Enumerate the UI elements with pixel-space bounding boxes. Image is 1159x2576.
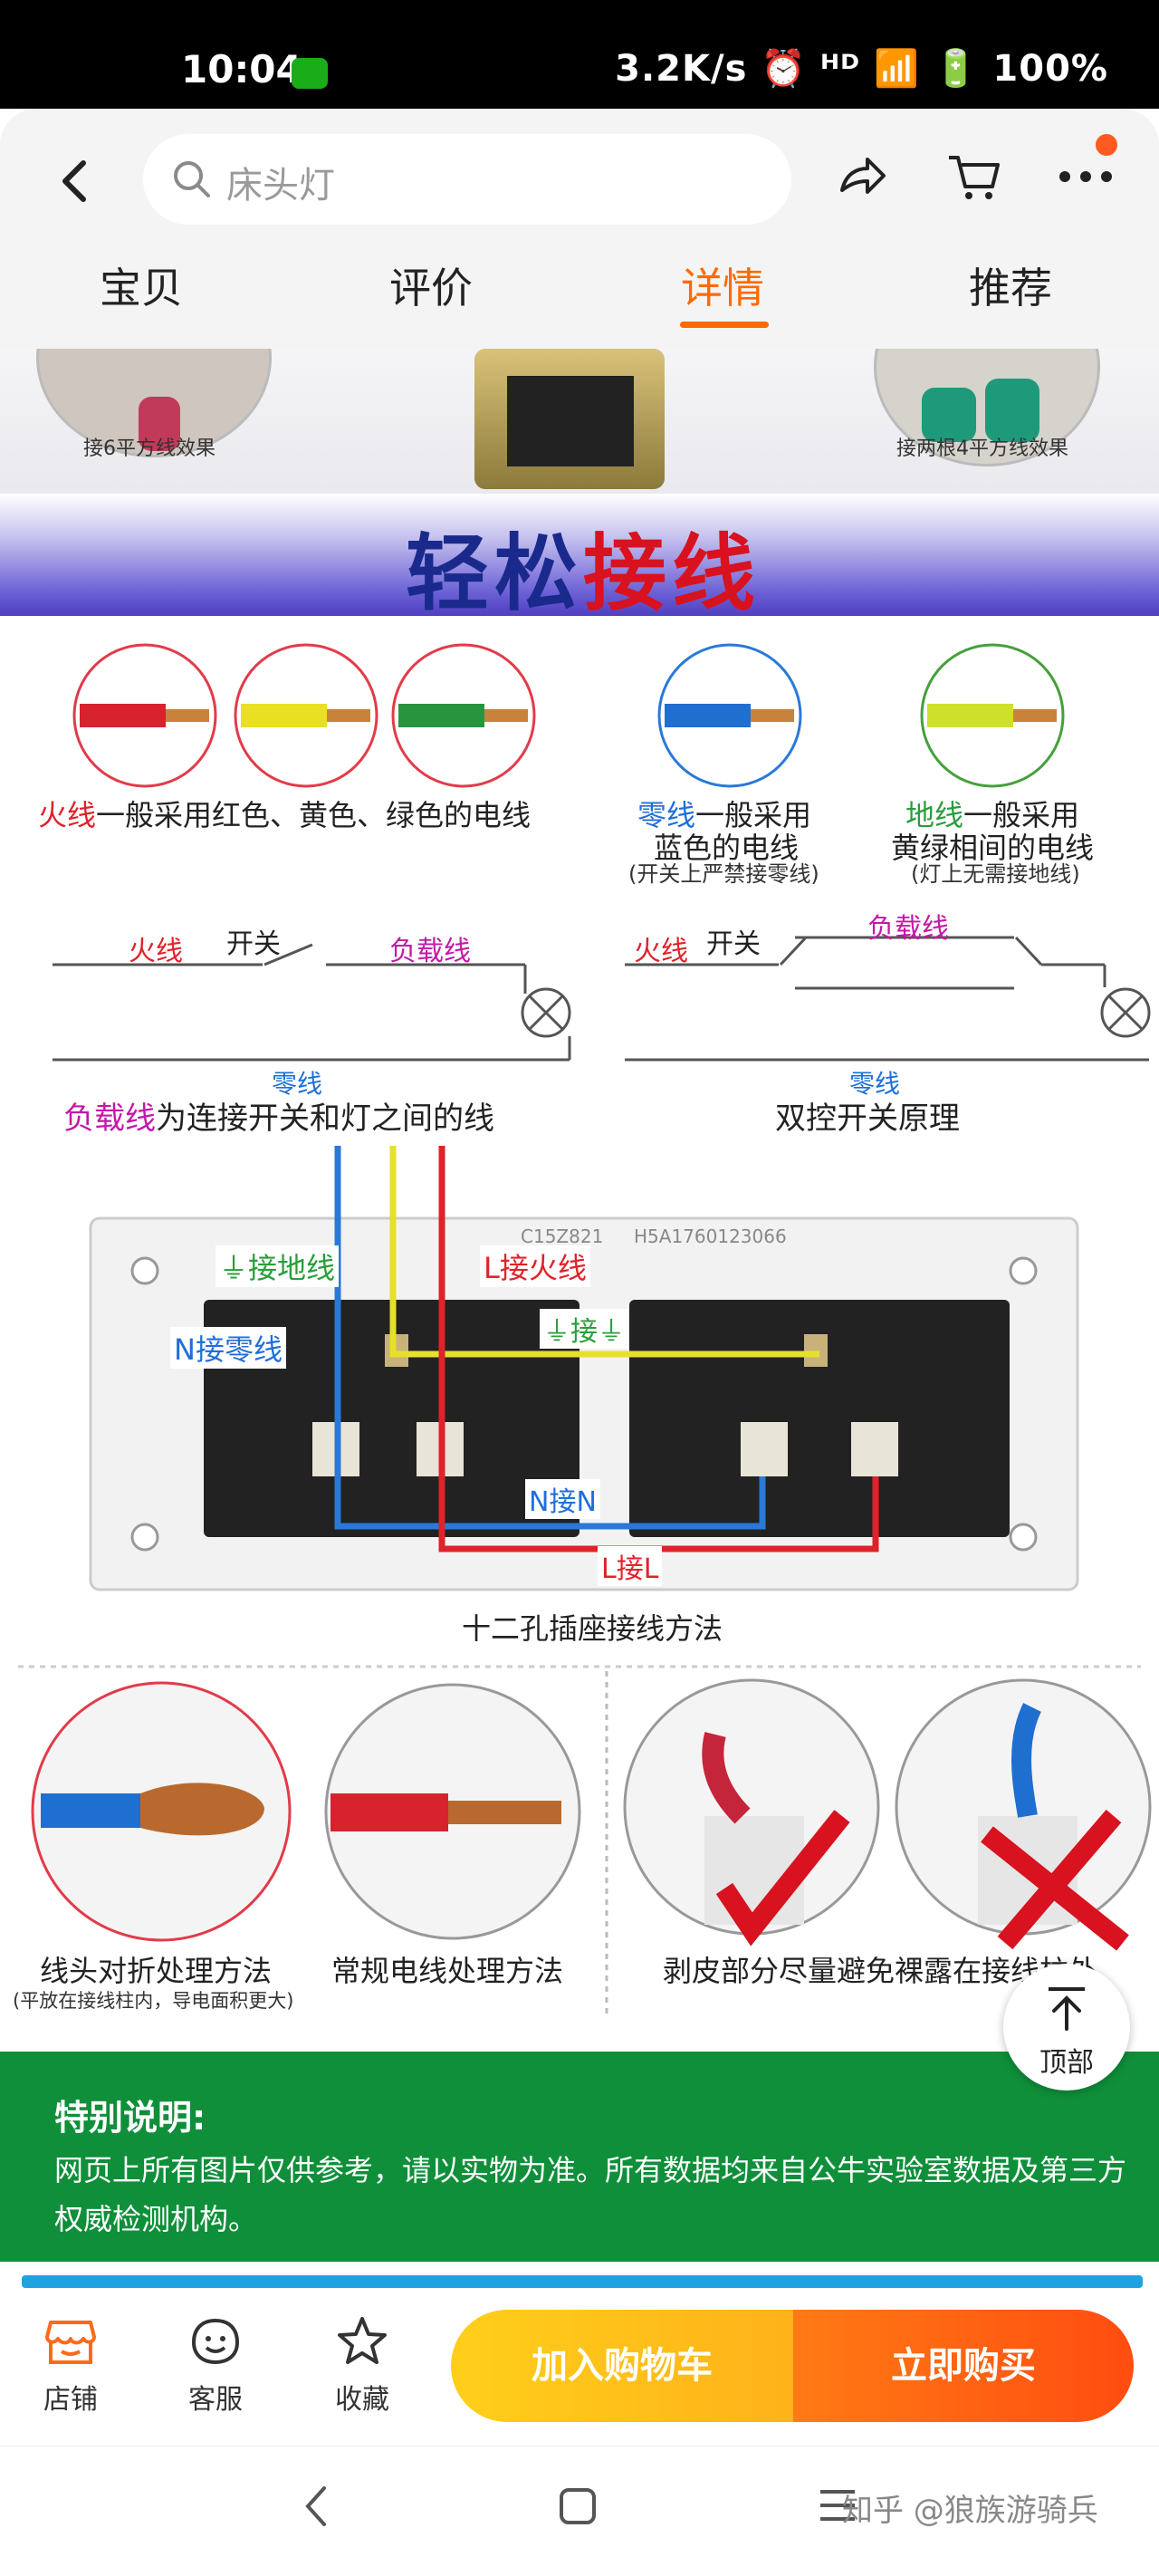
d2-load-label: 负载线 <box>867 913 949 945</box>
socket-ground-link-label: ⏚接⏚ <box>540 1309 628 1349</box>
method-normal-label: 常规电线处理方法 <box>331 1954 564 1988</box>
method-fold-label: 线头对折处理方法 <box>40 1954 273 1988</box>
wrong-terminal-image <box>895 1678 1152 1951</box>
back-icon[interactable] <box>49 154 103 208</box>
buy-now-button[interactable]: 立即购买 <box>793 2310 1134 2422</box>
tab-reviews[interactable]: 评价 <box>389 264 473 312</box>
shop-button[interactable]: 店铺 <box>16 2315 125 2417</box>
caption-4mm: 接两根4平方线效果 <box>896 437 1068 460</box>
special-notice: 特别说明: 网页上所有图片仅供参考，请以实物为准。所有数据均来自公牛实验室数据及… <box>0 2052 1159 2262</box>
wechat-icon <box>292 58 328 89</box>
banner-title: 轻松接线 <box>406 525 761 622</box>
service-icon <box>191 2318 240 2365</box>
more-icon[interactable] <box>1054 145 1117 208</box>
straight-wire-image <box>324 1683 581 1940</box>
tab-details[interactable]: 详情 <box>681 264 764 312</box>
folded-wire-image <box>31 1681 292 1942</box>
add-to-cart-button[interactable]: 加入购物车 <box>451 2310 793 2422</box>
favorite-button[interactable]: 收藏 <box>308 2315 417 2417</box>
status-time: 10:04 <box>181 47 302 91</box>
back-to-top-label: 顶部 <box>1039 2047 1094 2079</box>
title-banner: 轻松接线 <box>0 494 1159 622</box>
ground-wire-note: (灯上无需接地线) <box>911 861 1080 887</box>
method-fold-note: (平放在接线柱内，导电面积更大) <box>13 1990 294 2012</box>
socket-l-link-label: L接L <box>598 1546 663 1586</box>
notification-dot <box>1096 134 1117 156</box>
double-switch-diagram <box>625 936 1151 1062</box>
search-icon <box>174 161 210 197</box>
divider-bar <box>22 2275 1143 2288</box>
ground-wire-description: 地线一般采用 <box>905 798 1080 832</box>
neutral-wire-note: (开关上严禁接零线) <box>628 861 819 887</box>
socket-caption: 十二孔插座接线方法 <box>462 1611 723 1646</box>
search-input[interactable]: 床头灯 <box>143 134 791 225</box>
socket-code-1: C15Z821 <box>521 1226 604 1247</box>
star-icon <box>338 2317 387 2364</box>
caption-6mm: 接6平方线效果 <box>83 437 216 460</box>
favorite-label: 收藏 <box>335 2384 389 2416</box>
correct-terminal-image <box>623 1678 880 1946</box>
blue-wire-circle <box>657 643 802 788</box>
socket-code-2: H5A1760123066 <box>634 1226 787 1247</box>
yellow-green-wire-circle <box>920 643 1065 788</box>
product-detail-image: 接6平方线效果 接两根4平方线效果 轻松接线 <box>0 349 1159 2273</box>
socket-n-link-label: N接N <box>525 1479 600 1519</box>
single-switch-diagram <box>53 943 571 1062</box>
d1-load-label: 负载线 <box>389 936 471 967</box>
red-wire-circle <box>72 643 217 788</box>
customer-service-button[interactable]: 客服 <box>161 2315 270 2417</box>
green-wire-circle <box>391 643 536 788</box>
notice-title: 特别说明: <box>54 2098 206 2138</box>
nav-menu-icon[interactable] <box>815 2483 860 2528</box>
wiring-diagram <box>18 643 1152 2015</box>
service-label: 客服 <box>188 2384 243 2416</box>
tab-recommend[interactable]: 推荐 <box>969 264 1052 312</box>
socket-neutral-label: N接零线 <box>170 1327 286 1369</box>
socket-ground-label: ⏚接地线 <box>216 1245 340 1287</box>
terminal-image <box>474 349 665 489</box>
nav-home-icon[interactable] <box>558 2486 598 2526</box>
d1-caption: 负载线为连接开关和灯之间的线 <box>63 1101 494 1137</box>
shop-icon <box>45 2321 96 2364</box>
d2-fire-label: 火线 <box>634 936 688 967</box>
status-indicators: 3.2K/s ⏰ ᴴᴰ 📶 🔋 100% <box>615 48 1108 90</box>
arrow-up-icon <box>1049 1987 1085 2031</box>
status-bar: 10:04 3.2K/s ⏰ ᴴᴰ 📶 🔋 100% <box>0 0 1159 109</box>
shop-label: 店铺 <box>43 2384 98 2416</box>
active-tab-indicator <box>680 322 769 328</box>
d1-fire-label: 火线 <box>129 936 183 967</box>
d1-neutral-label: 零线 <box>272 1069 323 1099</box>
d2-switch-label: 开关 <box>706 928 761 960</box>
d2-caption: 双控开关原理 <box>775 1101 960 1137</box>
search-placeholder: 床头灯 <box>226 165 335 207</box>
notice-body: 网页上所有图片仅供参考，请以实物为准。所有数据均来自公牛实验室数据及第三方权威检… <box>54 2153 1127 2236</box>
d1-switch-label: 开关 <box>226 928 281 960</box>
ground-wire-color: 黄绿相间的电线 <box>891 831 1095 865</box>
cart-icon[interactable] <box>942 145 1005 208</box>
yellow-wire-circle <box>234 643 378 788</box>
back-to-top-button[interactable]: 顶部 <box>1003 1964 1130 2091</box>
socket-fire-label: L接火线 <box>480 1245 590 1287</box>
neutral-wire-color: 蓝色的电线 <box>654 831 800 865</box>
share-icon[interactable] <box>829 145 893 208</box>
neutral-wire-description: 零线一般采用 <box>637 798 812 832</box>
fire-wire-description: 火线一般采用红色、黄色、绿色的电线 <box>38 798 532 832</box>
system-nav-bar <box>0 2446 1159 2576</box>
d2-neutral-label: 零线 <box>849 1069 901 1099</box>
nav-back-icon[interactable] <box>299 2479 335 2533</box>
watermark: 知乎 @狼族游骑兵 <box>842 2493 1098 2529</box>
tab-baobei[interactable]: 宝贝 <box>100 264 183 312</box>
